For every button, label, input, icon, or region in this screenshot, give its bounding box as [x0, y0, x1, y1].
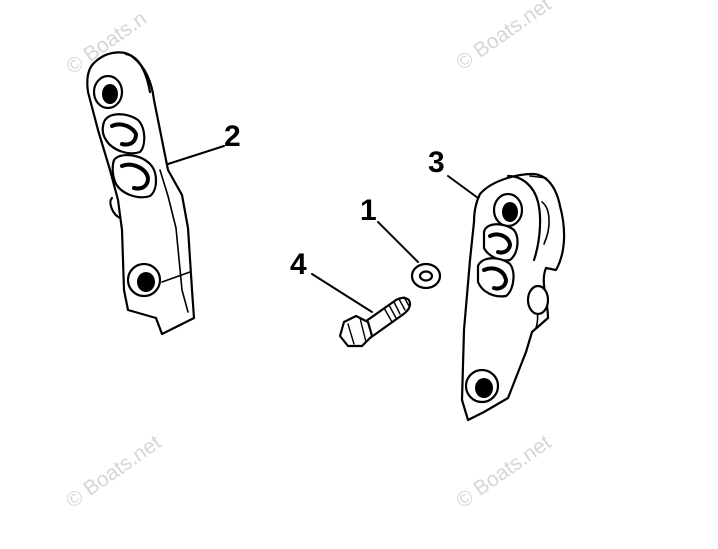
- callout-1: 1: [360, 194, 377, 227]
- bolt: [311, 273, 412, 348]
- bracket-right-slot-upper: [482, 223, 519, 262]
- bracket-right-slot-lower: [476, 257, 515, 298]
- bracket-left: [86, 51, 225, 336]
- callout-2: 2: [224, 120, 241, 153]
- callout-4: 4: [290, 248, 307, 281]
- washer: [377, 221, 442, 290]
- callout-3: 3: [428, 146, 445, 179]
- bracket-right: [447, 172, 566, 422]
